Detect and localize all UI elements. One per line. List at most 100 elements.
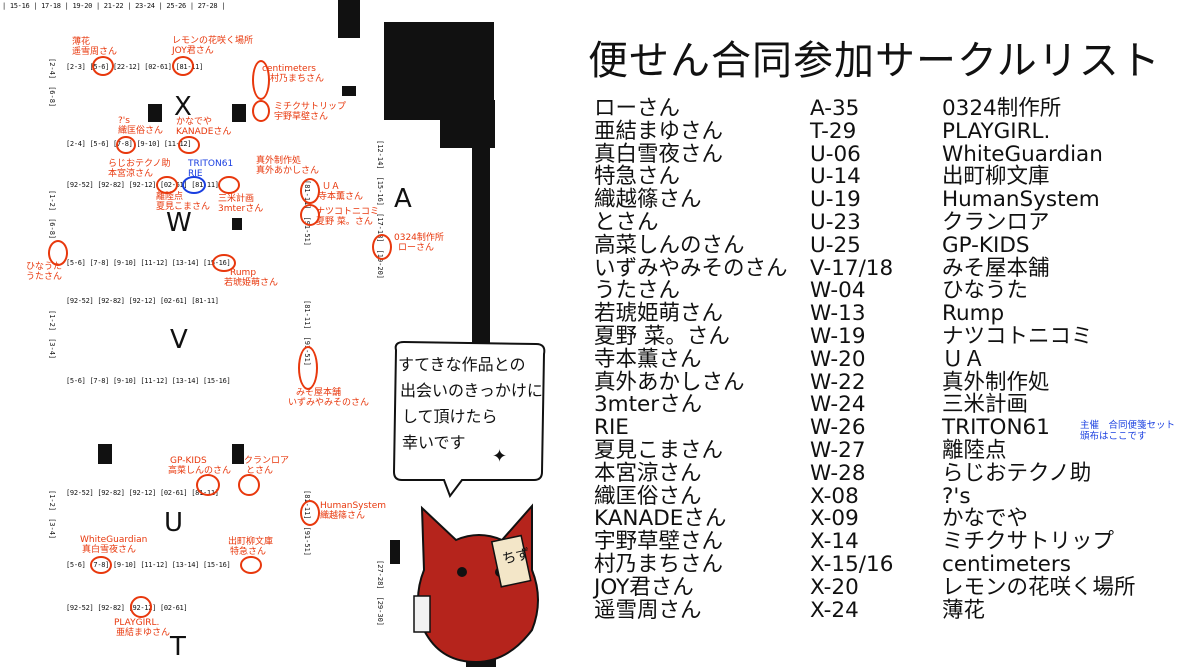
left-ticks-w: [1-2] [6-8] <box>48 190 56 240</box>
mascot-cat-icon <box>413 503 539 664</box>
circle-name: WhiteGuardian <box>942 141 1103 167</box>
participant-name: 村乃まちさん <box>594 551 724 577</box>
participant-name: 寺本薫さん <box>594 346 702 372</box>
space-number: A-35 <box>810 96 860 121</box>
space-number: W-20 <box>810 346 866 372</box>
map-label: 遥雪周さん <box>72 47 118 57</box>
map-label: 三米計画 <box>218 194 255 204</box>
map-u-row2-ticks: [5-6] [7-8] [9-10] [11-12] [13-14] [15-1… <box>66 561 231 569</box>
circle-name: みそ屋本舗 <box>942 255 1050 281</box>
circle-name: ミチクサトリップ <box>942 529 1115 555</box>
map-w-row2-ticks: [5-6] [7-8] [9-10] [11-12] [13-14] [15-1… <box>66 259 231 267</box>
speech-bubble <box>392 340 546 499</box>
a-ticks: [12-14] [15-16] [17-18] [19-20] <box>376 140 384 280</box>
wall-small-x2 <box>232 104 246 122</box>
wall-door <box>390 540 400 564</box>
block-v-label: V <box>170 325 188 355</box>
marker-w20 <box>300 178 320 204</box>
map-label: 離陸点 <box>156 192 184 202</box>
map-v-row2-ticks: [5-6] [7-8] [9-10] [11-12] [13-14] [15-1… <box>66 377 231 385</box>
map-label: 特急さん <box>230 547 267 557</box>
circle-name: 三米計画 <box>942 392 1029 418</box>
bubble-line-1: すてきな作品との <box>398 355 526 374</box>
wall-top-left <box>338 0 360 38</box>
participant-name: 亜結まゆさん <box>594 118 724 144</box>
circle-name: レモンの花咲く場所 <box>942 574 1136 600</box>
bubble-line-4: 幸いです <box>402 433 466 452</box>
participant-name: 織匡俗さん <box>594 483 702 509</box>
space-number: X-14 <box>810 529 859 555</box>
space-number: W-24 <box>810 392 866 418</box>
marker-w26 <box>182 176 206 194</box>
participant-name: KANADEさん <box>594 506 727 532</box>
block-x-label: X <box>174 92 192 122</box>
map-label: 真白雪夜さん <box>82 545 137 555</box>
circle-name: らじおテクノ助 <box>942 460 1092 486</box>
space-number: U-06 <box>810 141 861 167</box>
map-label: 織匡俗さん <box>118 126 164 136</box>
space-number: T-29 <box>810 118 857 144</box>
participant-name: ローさん <box>594 96 681 121</box>
participant-name: 宇野草壁さん <box>594 529 724 555</box>
space-number: U-14 <box>810 164 861 190</box>
space-number: U-19 <box>810 187 861 213</box>
map-label: Rump <box>230 268 257 278</box>
map-label: ひなうた <box>26 262 63 272</box>
map-label: TRITON61 <box>188 159 234 169</box>
bubble-line-3: して頂けたら <box>402 407 498 426</box>
wall-mid-left <box>98 444 112 464</box>
block-t-label: T <box>170 632 186 662</box>
left-ticks-x: [2-4] [6-8] <box>48 58 56 108</box>
marker-u25 <box>196 474 220 496</box>
space-number: W-26 <box>810 415 866 441</box>
map-label: 高菜しんのさん <box>168 466 232 476</box>
marker-t29 <box>130 596 152 618</box>
participant-name: JOY君さん <box>594 574 694 600</box>
circle-name: TRITON61 <box>942 415 1050 441</box>
space-number: X-09 <box>810 506 859 532</box>
map-top-ticks: | 15-16 | 17-18 | 19-20 | 21-22 | 23-24 … <box>2 2 226 10</box>
circle-name: かなでや <box>942 506 1029 532</box>
circle-name: 0324制作所 <box>942 96 1062 121</box>
map-x-row1-ticks: [2-3] [5-6] [22-12] [02-61] [81-11] <box>66 63 204 71</box>
participant-name-column: ローさん亜結まゆさん真白雪夜さん特急さん織越篠さんとさん高菜しんのさんいずみやみ… <box>594 96 788 622</box>
participant-name: 織越篠さん <box>594 187 702 213</box>
map-label: ＵＡ <box>322 182 341 192</box>
space-number: W-28 <box>810 460 866 486</box>
marker-x08 <box>116 136 136 154</box>
sparkle-icon: ✦ <box>492 446 508 467</box>
marker-w13 <box>212 254 236 272</box>
map-label: レモンの花咲く場所 <box>172 36 254 46</box>
a-ticks-2: [27-28] [29-30] <box>376 560 384 627</box>
map-label: 織越篠さん <box>320 511 366 521</box>
block-a-label: A <box>394 184 412 214</box>
space-number: W-13 <box>810 301 866 327</box>
space-number: V-17/18 <box>810 255 894 281</box>
marker-a35 <box>372 234 392 260</box>
venue-map: | 15-16 | 17-18 | 19-20 | 21-22 | 23-24 … <box>0 0 496 667</box>
bubble-line-2: 出会いのきっかけに <box>400 381 543 400</box>
map-label: KANADEさん <box>176 127 232 137</box>
map-v-row1-ticks: [92-52] [92-82] [92-12] [02-61] [81-11] <box>66 297 219 305</box>
circle-name: 離陸点 <box>942 437 1007 463</box>
circle-name: ひなうた <box>942 278 1029 304</box>
organizer-note-line2: 頒布はここです <box>1080 430 1147 442</box>
participant-name: いずみやみそのさん <box>594 255 788 281</box>
map-label: 夏野 菜。さん <box>316 217 373 227</box>
wall-strip <box>440 100 495 148</box>
space-number: U-25 <box>810 232 861 258</box>
map-label: みそ屋本舗 <box>296 388 342 398</box>
map-label: 村乃まちさん <box>270 74 325 84</box>
block-u-label: U <box>164 508 184 538</box>
participant-name: うたさん <box>594 278 681 304</box>
page-title: 便せん合同参加サークルリスト <box>588 38 1161 84</box>
circle-name: HumanSystem <box>942 187 1100 213</box>
space-number: W-04 <box>810 278 866 304</box>
map-label: とさん <box>246 466 274 476</box>
participant-name: 真白雪夜さん <box>594 141 724 167</box>
organizer-note: 主催 合同便箋セット 頒布はここです <box>1080 420 1175 442</box>
marker-u23 <box>238 474 260 496</box>
map-t-row1-ticks: [92-52] [92-82] [92-12] [02-61] <box>66 604 188 612</box>
marker-u19 <box>300 500 320 526</box>
